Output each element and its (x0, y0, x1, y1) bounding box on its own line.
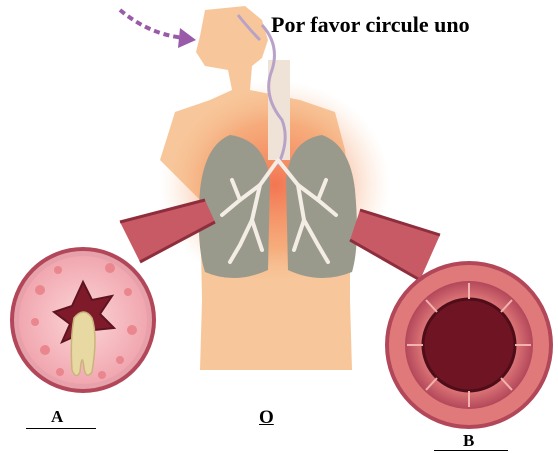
instruction-title: Por favor circule uno (271, 12, 470, 38)
mucus-plug (71, 312, 95, 376)
choice-b-label[interactable]: B (463, 431, 474, 451)
airway-b-tube (350, 210, 440, 280)
airway-a-cross-section (12, 249, 154, 391)
choice-b-underline (434, 450, 508, 451)
open-lumen (423, 299, 515, 391)
choice-a-underline (26, 428, 96, 429)
choice-a-label[interactable]: A (51, 407, 63, 427)
airway-b-cross-section (387, 263, 551, 427)
air-arrow-icon (120, 10, 196, 48)
or-label: O (259, 407, 274, 429)
